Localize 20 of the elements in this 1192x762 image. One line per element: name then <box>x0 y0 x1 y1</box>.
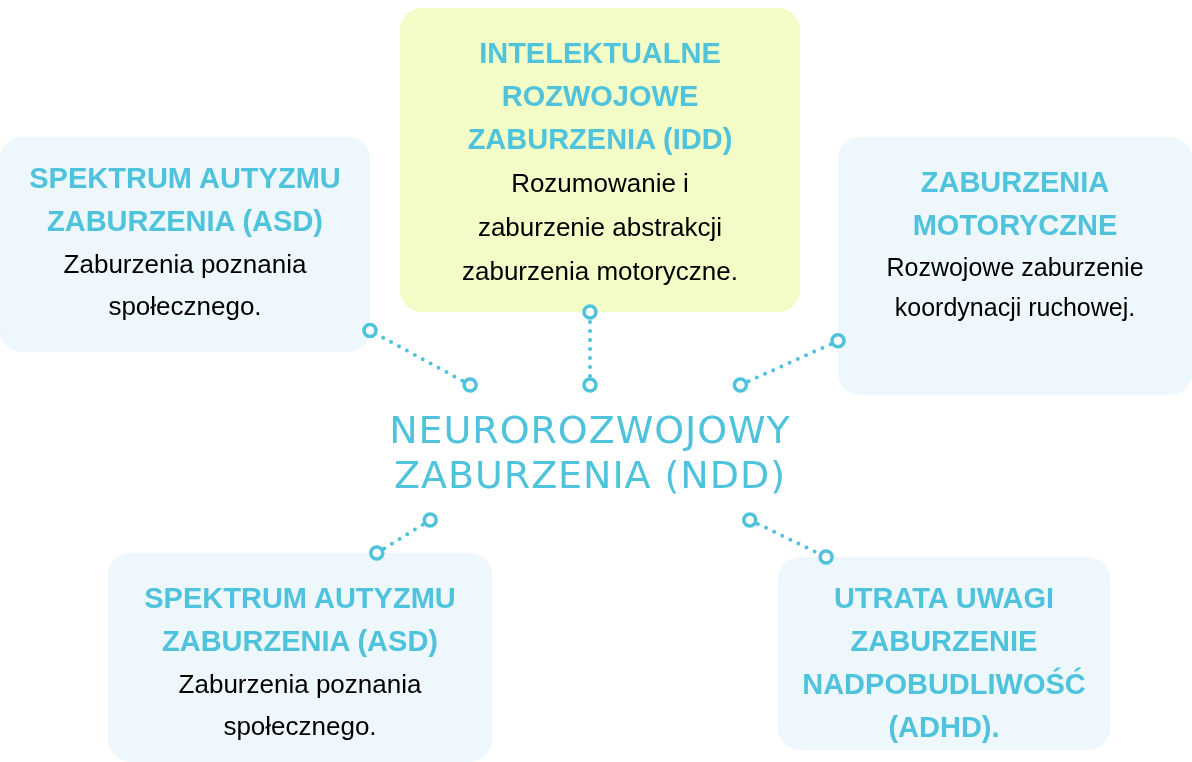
dotted-connector <box>369 512 438 561</box>
topic-card <box>838 137 1192 395</box>
topic-description: Zaburzenia poznania społecznego. <box>177 668 423 743</box>
dotted-connector <box>742 512 834 565</box>
topic-heading: UTRATA UWAGI ZABURZENIE NADPOBUDLIWOŚĆ (ADHD). <box>801 581 1087 745</box>
topic-card <box>778 557 1110 750</box>
topic-heading: SPEKTRUM AUTYZMU ZABURZENIA (ASD) <box>28 161 342 239</box>
dotted-connector <box>582 304 598 393</box>
topic-heading: ZABURZENIA MOTORYCZNE <box>911 165 1119 243</box>
topic-description: Zaburzenia poznania społecznego. <box>62 248 308 323</box>
dotted-connector <box>732 333 846 393</box>
topic-card <box>108 553 492 762</box>
topic-description: Rozumowanie i zaburzenie abstrakcji zaburzenia motoryczne. <box>461 167 739 288</box>
topic-description: Rozwojowe zaburzenie koordynacji ruchowej. <box>885 252 1145 323</box>
topic-card <box>0 137 370 352</box>
topic-heading: INTELEKTUALNE ROZWOJOWE ZABURZENIA (IDD) <box>466 36 734 157</box>
topic-card <box>400 8 800 312</box>
central-title: NEUROROZWOJOWY ZABURZENIA (NDD) <box>355 385 825 520</box>
dotted-connector <box>362 322 478 393</box>
topic-heading: SPEKTRUM AUTYZMU ZABURZENIA (ASD) <box>143 581 457 659</box>
